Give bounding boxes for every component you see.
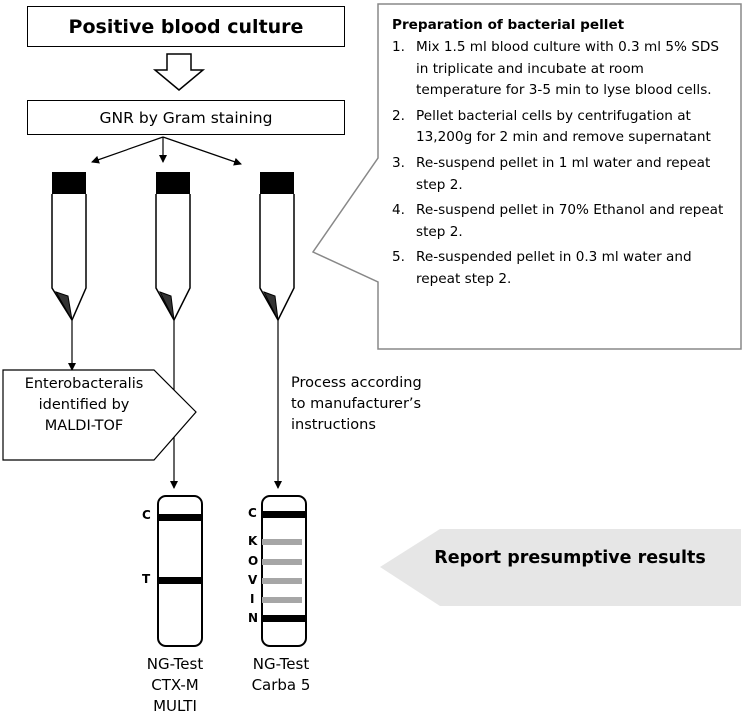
tube-2 <box>155 172 191 322</box>
arrow-to-tube-3 <box>162 136 242 166</box>
bacterial-pellet <box>158 291 175 321</box>
strip-line-n <box>262 615 306 622</box>
preparation-panel: Preparation of bacterial pellet 1.Mix 1.… <box>376 4 740 349</box>
tube-cap <box>260 172 294 194</box>
tube-3 <box>259 172 295 322</box>
strip2-letter-k: K <box>248 534 258 548</box>
strip2-letter-i: I <box>250 592 255 606</box>
strip1-letter-c: C <box>142 508 151 522</box>
tube-cap <box>156 172 190 194</box>
strip2-letter-o: O <box>248 554 259 568</box>
tube-cap <box>52 172 86 194</box>
strip-line-v <box>262 578 302 584</box>
step-2: 2.Pellet bacterial cells by centrifugati… <box>392 107 711 146</box>
strip2-letter-n: N <box>248 611 259 625</box>
maldi-identification-note: Enterobacteralis identified by MALDI-TOF <box>24 376 144 434</box>
report-label: Report presumptive results <box>434 548 706 568</box>
arrow-to-tube-1 <box>91 136 164 164</box>
positive-blood-culture-box: Positive blood culture <box>27 6 345 47</box>
preparation-callout <box>311 3 742 350</box>
preparation-steps: 1.Mix 1.5 ml blood culture with 0.3 ml 5… <box>392 37 732 291</box>
strip1-caption: NG-Test CTX-M MULTI <box>146 655 204 715</box>
strip-line-c <box>158 514 202 521</box>
strip-line-i <box>262 597 302 603</box>
strip1-letter-t: T <box>142 572 151 586</box>
strip2-letter-c: C <box>248 506 257 520</box>
strip2-letter-v: V <box>248 573 258 587</box>
step-5: 5.Re-suspended pellet in 0.3 ml water an… <box>392 249 692 287</box>
step-1: 1.Mix 1.5 ml blood culture with 0.3 ml 5… <box>392 39 719 99</box>
test-strip-1 <box>157 495 203 647</box>
strip-line-k <box>262 539 302 545</box>
maldi-pentagon <box>2 369 197 461</box>
tube-1 <box>51 172 87 322</box>
report-arrow <box>380 529 741 606</box>
strip-line-o <box>262 559 302 565</box>
strip-line-t <box>158 577 202 584</box>
step-4: 4.Re-suspend pellet in 70% Ethanol and r… <box>392 202 724 240</box>
bacterial-pellet <box>262 291 279 321</box>
down-arrow-icon <box>152 53 206 91</box>
process-note: Process according to manufacturer’s inst… <box>291 375 422 433</box>
bacterial-pellet <box>54 291 73 321</box>
preparation-heading: Preparation of bacterial pellet <box>392 17 625 33</box>
step-3: 3.Re-suspend pellet in 1 ml water and re… <box>392 154 711 193</box>
strip-line-c <box>262 511 306 518</box>
strip2-caption: NG-Test Carba 5 <box>251 655 311 694</box>
test-strip-2 <box>261 495 307 647</box>
gram-stain-box: GNR by Gram staining <box>27 100 345 135</box>
